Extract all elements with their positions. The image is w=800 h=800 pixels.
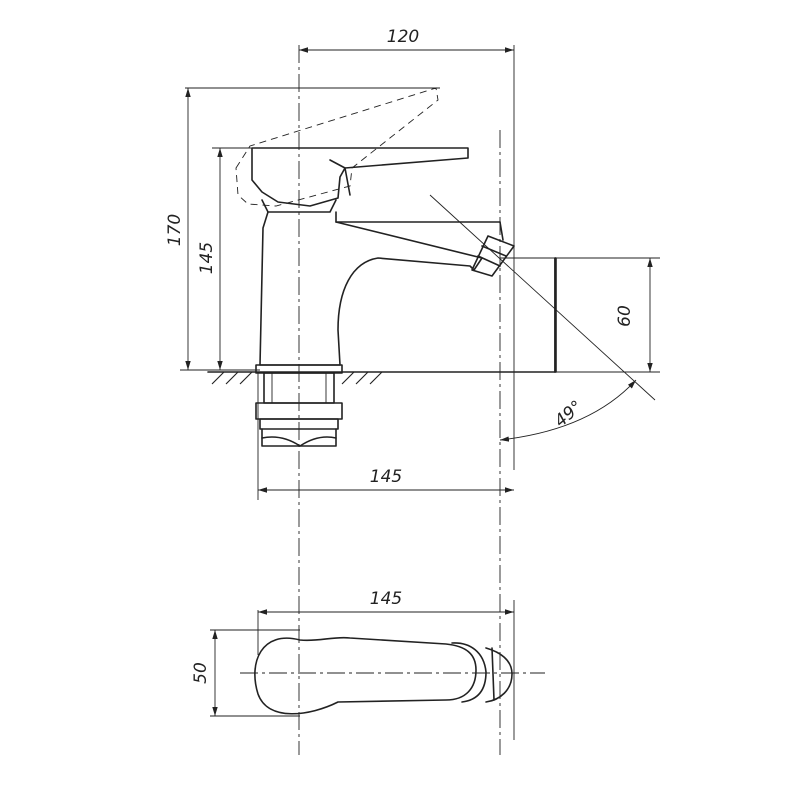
dim-label-49-deg: 49°	[551, 397, 587, 432]
mounting-shank	[255, 372, 343, 447]
faucet-top-view	[254, 636, 513, 715]
dimension-labels: 120 170 145 60 49° 145 145 50	[165, 27, 635, 684]
mounting-surface	[207, 257, 557, 385]
dim-label-145-plan: 145	[370, 589, 402, 609]
dim-label-50: 50	[191, 662, 211, 684]
dim-label-60: 60	[615, 305, 635, 327]
dim-label-145-vertical: 145	[197, 242, 217, 274]
dim-label-170: 170	[165, 214, 185, 246]
dim-label-120: 120	[387, 27, 419, 47]
lever-plan-outline	[254, 636, 477, 715]
center-lines	[240, 45, 545, 755]
handle-lever	[251, 147, 469, 207]
aerator	[471, 235, 515, 277]
faucet-front-view	[235, 87, 515, 374]
body-column	[259, 211, 483, 366]
dim-label-145-base: 145	[370, 467, 402, 487]
handle-raised-outline	[235, 87, 439, 207]
dimension-lines	[185, 47, 653, 716]
